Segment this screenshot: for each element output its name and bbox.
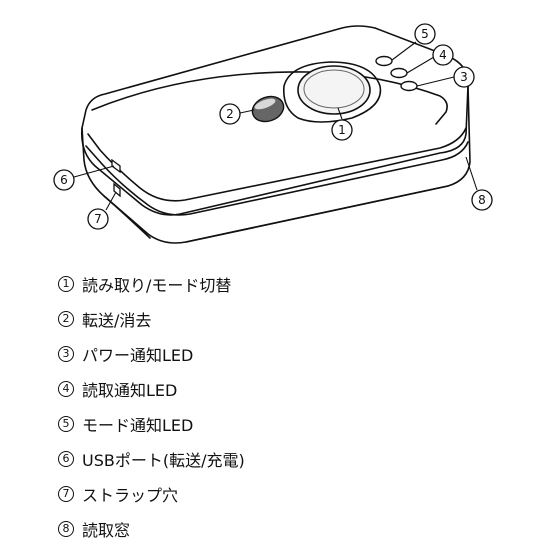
legend-number-1: 1 [58,275,74,292]
power-led [400,80,418,92]
callout-number-2: 2 [226,107,234,121]
leader-line-7 [105,191,117,211]
legend-item-4: 4 読取通知LED [58,371,245,406]
callout-circle-3 [453,66,475,88]
legend-item-2: 2 転送/消去 [58,301,245,336]
callout-number-7: 7 [94,212,102,226]
leader-line-4 [406,56,435,74]
read-mode-button [297,65,371,115]
callout-circle-7 [87,208,109,230]
legend-number-2: 2 [58,310,74,327]
main-button-surround [282,61,382,123]
legend-item-6: 6 USBポート(転送/充電) [58,441,245,476]
callout-circle-8 [471,189,493,211]
legend-text-5: モード通知LED [82,415,194,435]
read-window-band [87,127,467,202]
parts-legend: 1 読み取り/モード切替 2 転送/消去 3 パワー通知LED 4 読取通知LE… [58,266,245,546]
leader-line-6 [73,165,115,178]
device-top-face [80,25,469,216]
transfer-delete-button [251,95,285,123]
legend-text-2: 転送/消去 [82,310,152,330]
legend-number-5: 5 [58,415,74,432]
callout-circle-5 [414,23,436,45]
strap-hole [113,182,121,198]
legend-number-3: 3 [58,345,74,362]
legend-text-8: 読取窓 [82,520,131,540]
legend-text-1: 読み取り/モード切替 [82,275,232,295]
legend-number-8: 8 [58,520,74,537]
callout-number-6: 6 [60,173,68,187]
read-mode-button-inner [303,69,365,109]
read-window-edge [85,141,469,216]
mode-led [375,55,393,67]
usb-port [111,158,121,174]
device-diagram: 1 2 3 4 5 6 7 8 [53,23,493,244]
legend-text-7: ストラップ穴 [82,485,179,505]
leader-line-5 [391,41,417,61]
callout-number-8: 8 [478,193,486,207]
leader-line-1 [337,107,343,120]
callout-number-1: 1 [338,123,346,137]
leader-line-8 [465,156,478,191]
legend-number-6: 6 [58,450,74,467]
callout-number-4: 4 [439,48,447,62]
callout-circle-2 [219,103,241,125]
transfer-delete-button-highlight [254,98,276,110]
legend-item-7: 7 ストラップ穴 [58,476,245,511]
legend-number-7: 7 [58,485,74,502]
read-led [390,67,408,79]
legend-text-4: 読取通知LED [82,380,178,400]
legend-number-4: 4 [58,380,74,397]
device-bottom-edge [103,185,449,243]
legend-text-3: パワー通知LED [82,345,194,365]
callout-circle-1 [331,119,353,141]
callout-number-5: 5 [421,27,429,41]
legend-text-6: USBポート(転送/充電) [82,450,245,470]
device-front-face [81,85,471,244]
legend-item-5: 5 モード通知LED [58,406,245,441]
leader-line-3 [416,76,455,87]
leader-line-2 [239,109,255,114]
legend-item-8: 8 読取窓 [58,511,245,546]
legend-item-1: 1 読み取り/モード切替 [58,266,245,301]
legend-item-3: 3 パワー通知LED [58,336,245,371]
callout-circle-4 [432,44,454,66]
callout-circle-6 [53,169,75,191]
callout-number-3: 3 [460,70,468,84]
